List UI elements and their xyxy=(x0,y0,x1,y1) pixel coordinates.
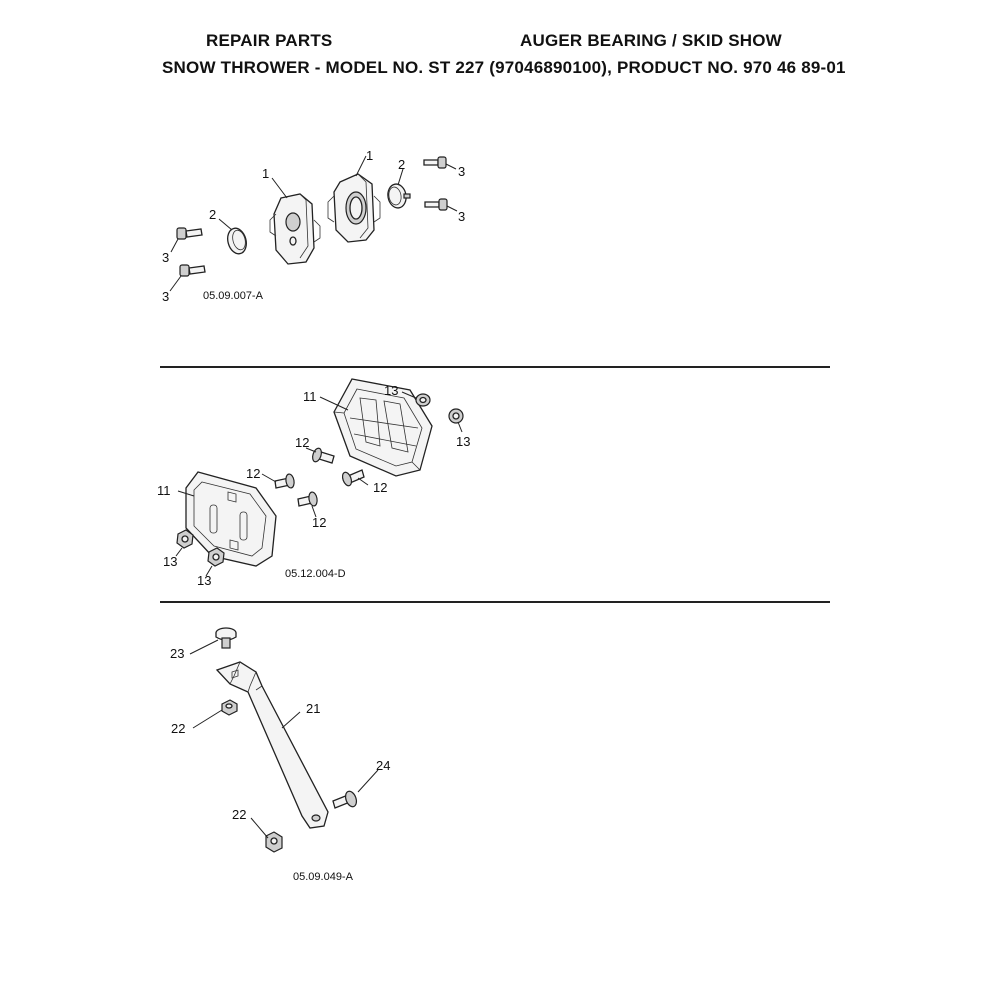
shoulder-bolt xyxy=(332,790,358,809)
figure-auger-bearing: 1 1 2 2 3 3 3 3 05.09.007-A xyxy=(162,148,465,304)
figure-code: 05.09.007-A xyxy=(203,290,264,302)
support-bracket xyxy=(215,661,329,829)
bolt-left-upper xyxy=(176,227,203,240)
callout-label: 1 xyxy=(262,166,269,181)
header-subtitle: SNOW THROWER - MODEL NO. ST 227 (9704689… xyxy=(162,58,846,77)
callout-label: 24 xyxy=(376,758,390,773)
carriage-bolt xyxy=(215,627,237,649)
figure-support-bracket: 23 22 21 24 22 05.09.049-A xyxy=(170,627,390,883)
callout-label: 13 xyxy=(384,383,398,398)
callout-label: 2 xyxy=(209,207,216,222)
callout-label: 2 xyxy=(398,157,405,172)
callout-label: 13 xyxy=(163,554,177,569)
nut-upper xyxy=(221,699,238,716)
skid-shoe-lower xyxy=(185,471,277,567)
bolt-right-lower xyxy=(424,198,448,211)
nut-lower xyxy=(265,831,283,853)
bearing-flange-left xyxy=(269,193,321,265)
callout-label: 22 xyxy=(232,807,246,822)
callout-label: 22 xyxy=(171,721,185,736)
callout-label: 12 xyxy=(246,466,260,481)
skid-shoe-upper xyxy=(333,378,433,477)
callout-label: 12 xyxy=(295,435,309,450)
figure-code: 05.09.049-A xyxy=(293,871,354,883)
section-divider xyxy=(160,366,830,368)
header-right-title: AUGER BEARING / SKID SHOW xyxy=(520,31,782,50)
callout-label: 13 xyxy=(197,573,211,588)
bolt-right-upper xyxy=(423,156,447,169)
callout-label: 3 xyxy=(458,209,465,224)
flange-nut-2 xyxy=(448,408,464,424)
bearing-cap-left xyxy=(227,227,247,255)
callout-label: 23 xyxy=(170,646,184,661)
flange-nut-1 xyxy=(415,393,431,407)
carriage-bolt-3 xyxy=(274,473,295,489)
callout-label: 11 xyxy=(303,389,317,404)
carriage-bolt-2 xyxy=(341,469,365,487)
callout-label: 21 xyxy=(306,701,320,716)
bearing-flange-right xyxy=(327,173,381,243)
bearing-cap-right xyxy=(387,183,411,209)
callout-label: 3 xyxy=(458,164,465,179)
callout-label: 13 xyxy=(456,434,470,449)
figure-code: 05.12.004-D xyxy=(285,568,346,580)
callout-label: 11 xyxy=(157,483,171,498)
header-left-title: REPAIR PARTS xyxy=(206,31,333,50)
carriage-bolt-1 xyxy=(312,447,335,464)
section-divider xyxy=(160,601,830,603)
flange-nut-3 xyxy=(176,529,194,549)
callout-label: 1 xyxy=(366,148,373,163)
carriage-bolt-4 xyxy=(297,491,318,507)
callout-label: 12 xyxy=(312,515,326,530)
callout-label: 12 xyxy=(373,480,387,495)
callout-label: 3 xyxy=(162,250,169,265)
flange-nut-4 xyxy=(207,547,225,567)
callout-label: 3 xyxy=(162,289,169,304)
figure-skid-shoe: 11 11 12 12 12 12 13 13 13 13 05.12.004-… xyxy=(157,378,470,588)
bolt-left-lower xyxy=(179,264,206,277)
